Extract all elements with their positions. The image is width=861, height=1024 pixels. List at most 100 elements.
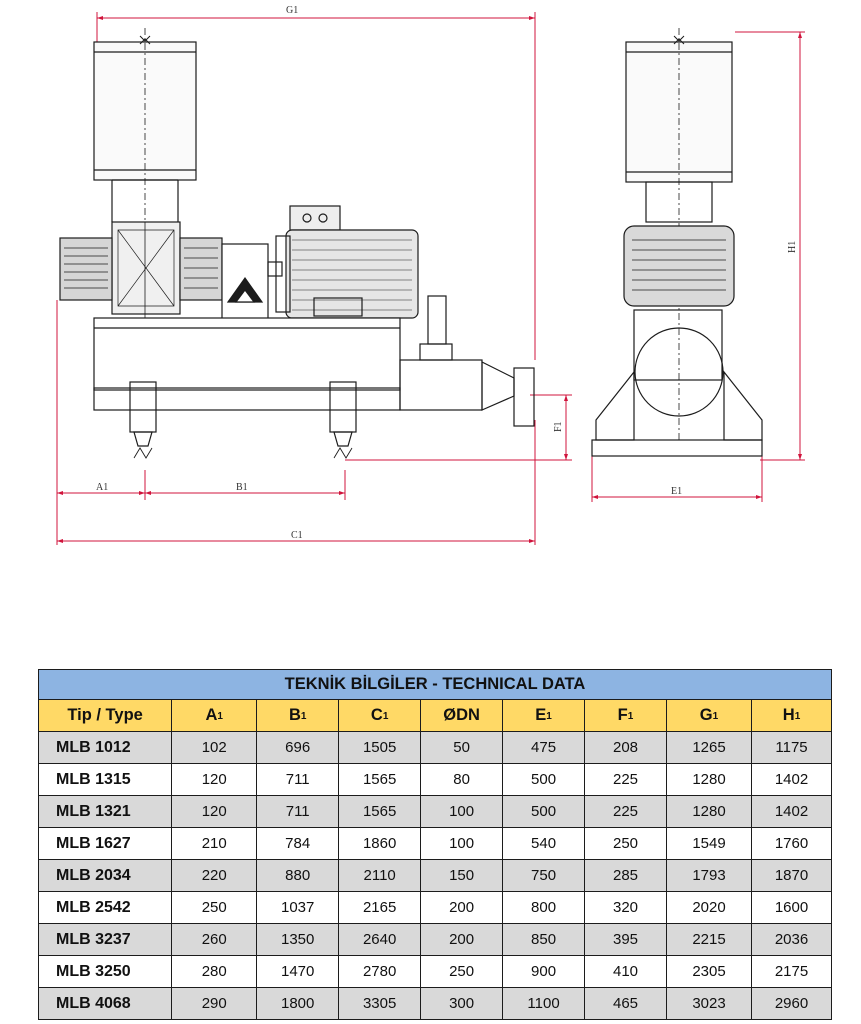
dim-label-c1: C1 (291, 530, 303, 541)
value-cell: 3305 (338, 987, 422, 1020)
value-cell: 2960 (751, 987, 832, 1020)
value-cell: 220 (171, 859, 258, 892)
value-cell: 102 (171, 731, 258, 764)
value-cell: 225 (584, 763, 667, 796)
value-cell: 80 (420, 763, 504, 796)
value-cell: 200 (420, 923, 504, 956)
value-cell: 260 (171, 923, 258, 956)
value-cell: 50 (420, 731, 504, 764)
value-cell: 1800 (256, 987, 340, 1020)
technical-data-table: TEKNİK BİLGİLER - TECHNICAL DATA Tip / T… (37, 669, 832, 1020)
dimension-arrows (57, 16, 802, 543)
value-cell: 2036 (751, 923, 832, 956)
value-cell: 1402 (751, 763, 832, 796)
column-header: F1 (584, 699, 667, 732)
value-cell: 850 (502, 923, 586, 956)
value-cell: 750 (502, 859, 586, 892)
value-cell: 225 (584, 795, 667, 828)
value-cell: 120 (171, 763, 258, 796)
model-name-cell: MLB 2034 (37, 859, 173, 892)
value-cell: 2305 (665, 955, 753, 988)
value-cell: 1549 (665, 827, 753, 860)
value-cell: 280 (171, 955, 258, 988)
value-cell: 290 (171, 987, 258, 1020)
dim-label-b1: B1 (236, 482, 248, 493)
value-cell: 784 (256, 827, 340, 860)
dim-label-a1: A1 (96, 482, 108, 493)
blower-body (59, 221, 223, 315)
value-cell: 1600 (751, 891, 832, 924)
value-cell: 711 (256, 795, 340, 828)
dim-label-h1: H1 (787, 241, 798, 253)
dimension-lines (56, 12, 805, 545)
value-cell: 2110 (338, 859, 422, 892)
value-cell: 696 (256, 731, 340, 764)
column-header: ØDN (420, 699, 504, 732)
column-header: H1 (751, 699, 832, 732)
value-cell: 250 (420, 955, 504, 988)
value-cell: 1280 (665, 763, 753, 796)
model-name-cell: MLB 2542 (37, 891, 173, 924)
value-cell: 1760 (751, 827, 832, 860)
value-cell: 410 (584, 955, 667, 988)
value-cell: 1860 (338, 827, 422, 860)
column-header: B1 (256, 699, 340, 732)
value-cell: 2640 (338, 923, 422, 956)
value-cell: 2215 (665, 923, 753, 956)
table-header-row: Tip / Type A1 B1 C1 ØDN E1 F1 G1 H1 (37, 699, 832, 732)
value-cell: 1100 (502, 987, 586, 1020)
value-cell: 711 (256, 763, 340, 796)
value-cell: 3023 (665, 987, 753, 1020)
value-cell: 1470 (256, 955, 340, 988)
value-cell: 395 (584, 923, 667, 956)
model-name-cell: MLB 1627 (37, 827, 173, 860)
value-cell: 300 (420, 987, 504, 1020)
value-cell: 1565 (338, 763, 422, 796)
dim-label-g1: G1 (286, 5, 298, 16)
model-name-cell: MLB 1315 (37, 763, 173, 796)
model-name-cell: MLB 1321 (37, 795, 173, 828)
value-cell: 1037 (256, 891, 340, 924)
value-cell: 500 (502, 763, 586, 796)
value-cell: 2780 (338, 955, 422, 988)
column-header: E1 (502, 699, 586, 732)
value-cell: 1402 (751, 795, 832, 828)
column-header: A1 (171, 699, 258, 732)
value-cell: 540 (502, 827, 586, 860)
value-cell: 900 (502, 955, 586, 988)
value-cell: 100 (420, 795, 504, 828)
side-view (591, 28, 763, 457)
model-name-cell: MLB 3237 (37, 923, 173, 956)
column-header: C1 (338, 699, 422, 732)
value-cell: 500 (502, 795, 586, 828)
value-cell: 1280 (665, 795, 753, 828)
coupling-guard (221, 243, 283, 321)
value-cell: 150 (420, 859, 504, 892)
value-cell: 1350 (256, 923, 340, 956)
value-cell: 880 (256, 859, 340, 892)
value-cell: 1793 (665, 859, 753, 892)
value-cell: 2165 (338, 891, 422, 924)
value-cell: 1175 (751, 731, 832, 764)
silencer (93, 28, 197, 320)
model-name-cell: MLB 3250 (37, 955, 173, 988)
value-cell: 200 (420, 891, 504, 924)
column-header: G1 (665, 699, 753, 732)
model-name-cell: MLB 4068 (37, 987, 173, 1020)
value-cell: 320 (584, 891, 667, 924)
value-cell: 475 (502, 731, 586, 764)
value-cell: 800 (502, 891, 586, 924)
value-cell: 1565 (338, 795, 422, 828)
dim-label-f1: F1 (553, 421, 564, 432)
model-name-cell: MLB 1012 (37, 731, 173, 764)
value-cell: 1265 (665, 731, 753, 764)
